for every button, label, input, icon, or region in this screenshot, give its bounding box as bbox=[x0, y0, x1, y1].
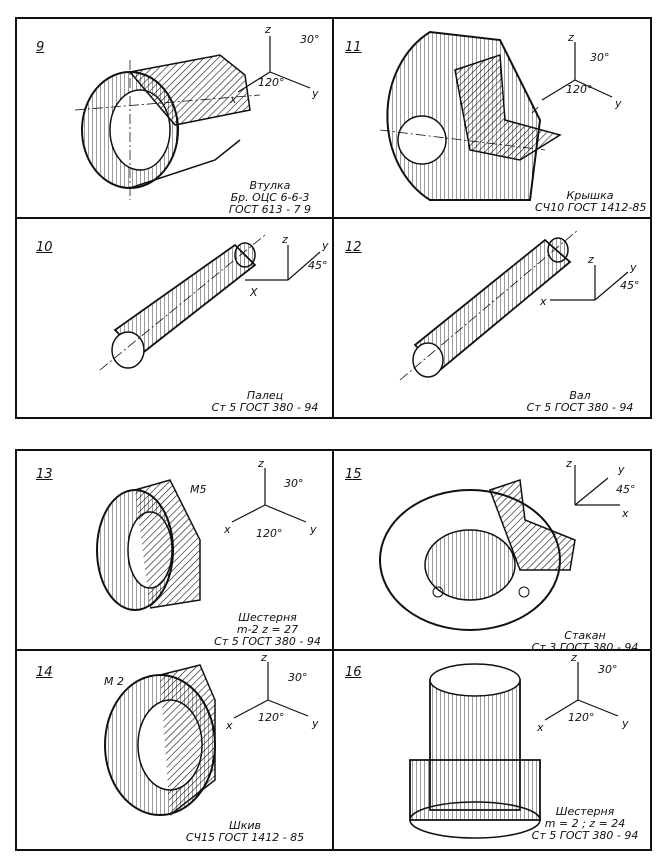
part-number-14: 14 bbox=[36, 665, 53, 680]
axis-label: x bbox=[540, 295, 547, 308]
part-12-shaft bbox=[399, 229, 579, 381]
axis-label: x bbox=[532, 103, 539, 116]
angle-label: 30° bbox=[598, 663, 618, 676]
thread-label: M5 bbox=[190, 483, 207, 496]
axis-label: X bbox=[250, 286, 258, 299]
part-14-pulley bbox=[104, 664, 216, 816]
axis-label: x bbox=[537, 721, 544, 734]
angle-label: 45° bbox=[616, 483, 636, 496]
axis-label: y bbox=[618, 463, 625, 476]
part-number-9: 9 bbox=[36, 40, 45, 55]
axis-label: x bbox=[622, 507, 629, 520]
part-number-10: 10 bbox=[36, 240, 53, 255]
angle-label: 120° bbox=[258, 76, 285, 89]
axis-label: y bbox=[312, 87, 319, 100]
axes-sketches bbox=[231, 36, 629, 721]
axis-label: z bbox=[261, 651, 267, 664]
part-number-13: 13 bbox=[36, 467, 53, 482]
angle-label: 30° bbox=[590, 51, 610, 64]
axis-label: z bbox=[265, 23, 271, 36]
part-11-cover bbox=[379, 30, 562, 201]
axis-label: y bbox=[312, 717, 319, 730]
part-15-cup bbox=[379, 478, 576, 631]
angle-label: 120° bbox=[258, 711, 285, 724]
angle-label: 30° bbox=[300, 33, 320, 46]
axis-label: y bbox=[622, 717, 629, 730]
angle-label: 120° bbox=[566, 83, 593, 96]
part-number-11: 11 bbox=[345, 40, 362, 55]
axis-label: z bbox=[568, 31, 574, 44]
axis-label: z bbox=[588, 253, 594, 266]
axis-label: z bbox=[282, 233, 288, 246]
axis-label: y bbox=[630, 261, 637, 274]
axis-label: y bbox=[615, 97, 622, 110]
axis-label: z bbox=[258, 457, 264, 470]
axis-label: x bbox=[224, 523, 231, 536]
angle-label: 30° bbox=[288, 671, 308, 684]
angle-label: 45° bbox=[308, 259, 328, 272]
thread-label: M 2 bbox=[104, 675, 124, 688]
part-9-bushing bbox=[74, 54, 261, 200]
axis-label: x bbox=[230, 93, 237, 106]
axis-label: y bbox=[310, 523, 317, 536]
axis-label: z bbox=[571, 651, 577, 664]
angle-label: 30° bbox=[284, 477, 304, 490]
part-number-12: 12 bbox=[345, 240, 362, 255]
angle-label: 45° bbox=[620, 279, 640, 292]
axis-label: y bbox=[322, 239, 329, 252]
axis-label: z bbox=[566, 457, 572, 470]
part-16-gear bbox=[409, 663, 541, 839]
part-13-gear bbox=[96, 479, 201, 611]
axis-label: x bbox=[226, 719, 233, 732]
part-10-pin bbox=[99, 234, 266, 371]
part-number-16: 16 bbox=[345, 665, 362, 680]
angle-label: 120° bbox=[256, 527, 283, 540]
angle-label: 120° bbox=[568, 711, 595, 724]
part-number-15: 15 bbox=[345, 467, 362, 482]
